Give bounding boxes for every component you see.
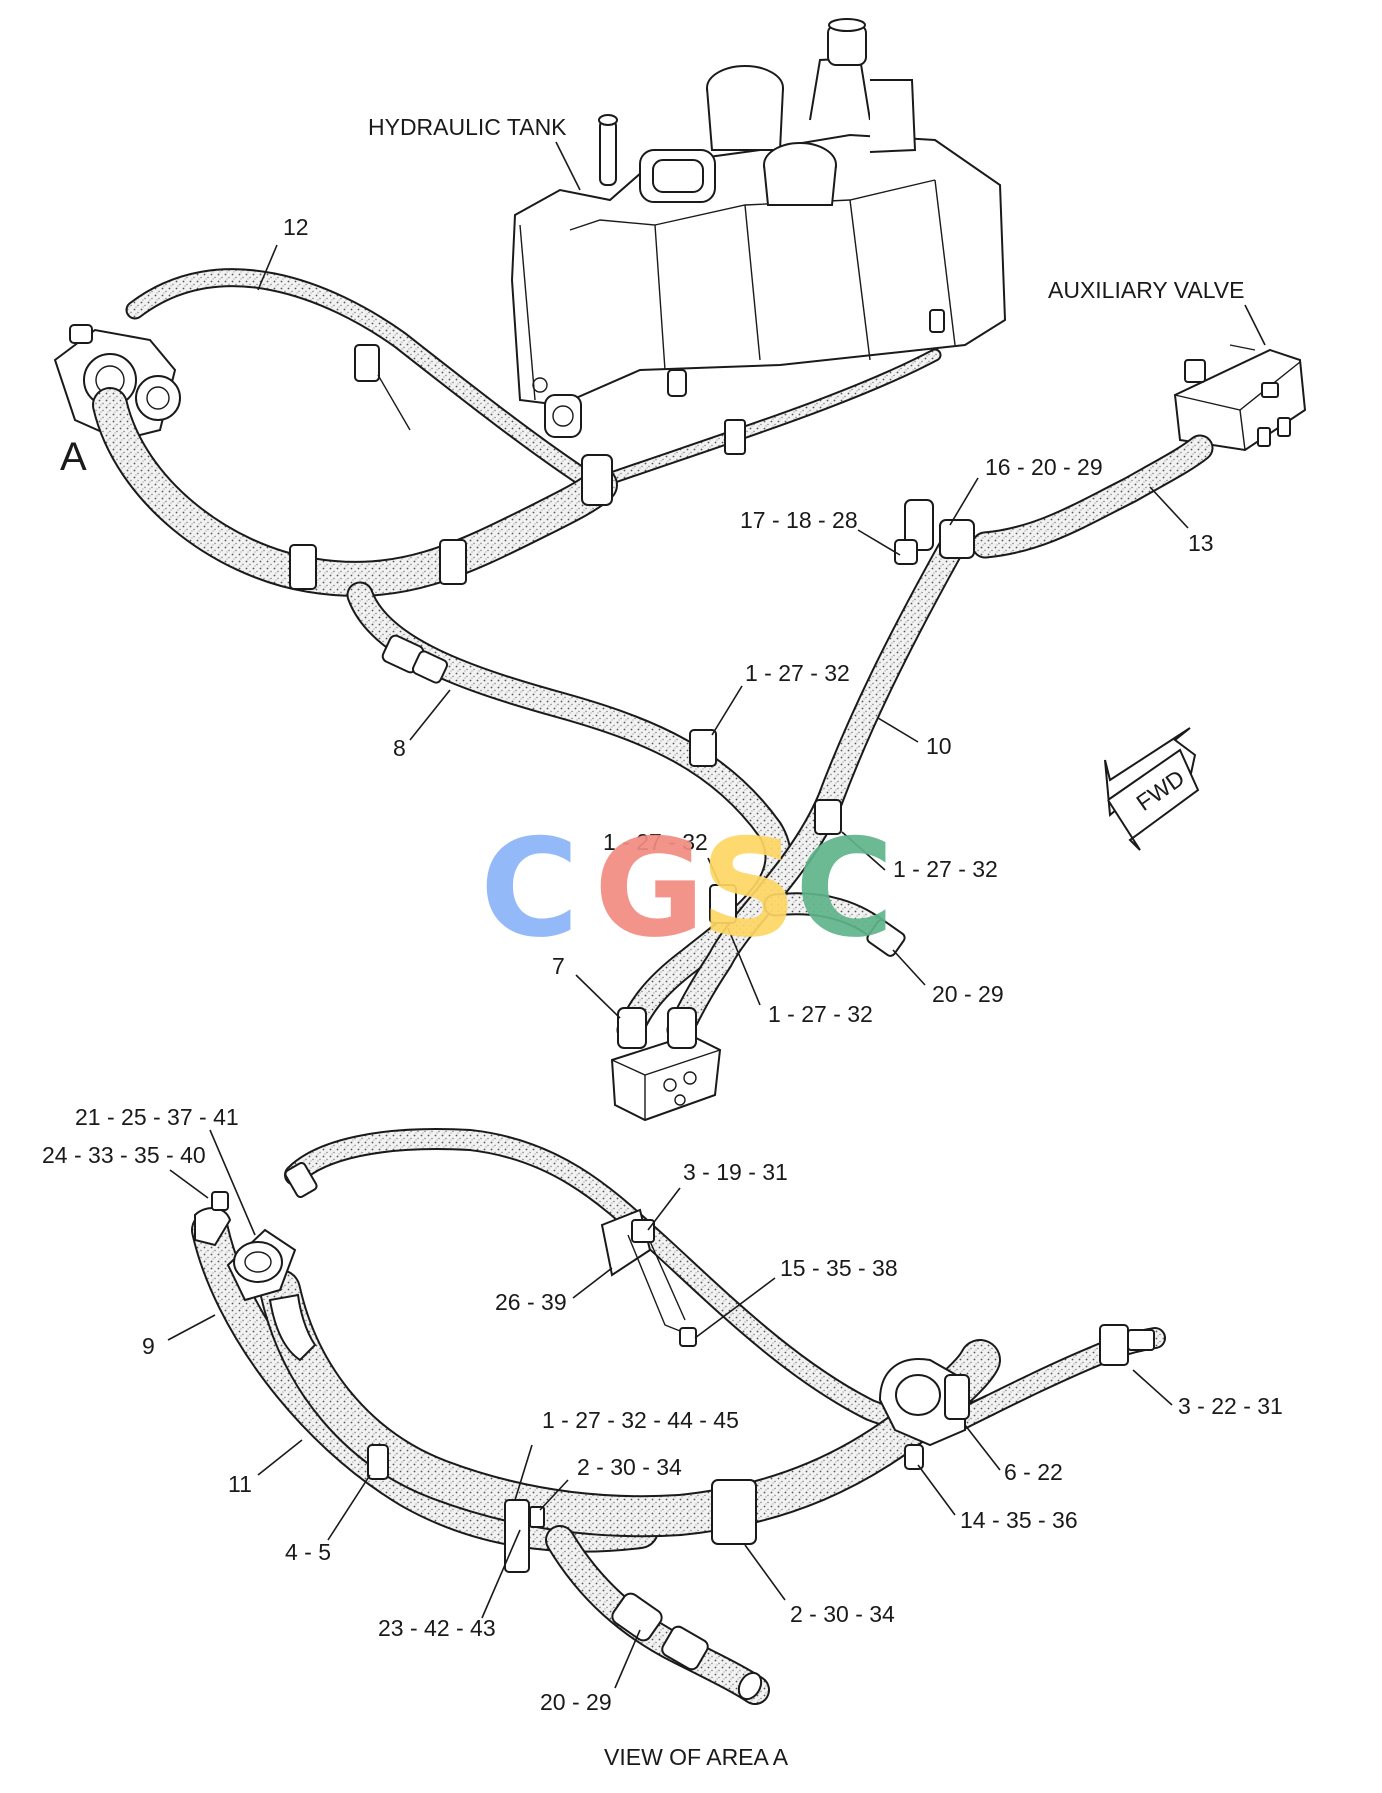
valve-block-7: [610, 1007, 722, 1122]
callout-20-29-top: 20 - 29: [932, 981, 1004, 1007]
callout-1-27-32-b: 1 - 27 - 32: [603, 829, 708, 855]
area-a-marker: A: [60, 435, 87, 479]
clamp-4-5: [367, 1444, 389, 1480]
callout-12: 12: [283, 214, 309, 240]
callout-1-27-32-c: 1 - 27 - 32: [893, 856, 998, 882]
top-hoses: [92, 268, 1214, 1044]
callout-1-27-32-44-45: 1 - 27 - 32 - 44 - 45: [542, 1407, 739, 1433]
area-a-pump: [194, 1191, 317, 1362]
watermark-letter-3: S: [700, 810, 797, 967]
view-of-area-a-title: VIEW OF AREA A: [604, 1744, 789, 1770]
area-a-valve: [878, 1358, 970, 1470]
callout-9: 9: [142, 1333, 155, 1359]
callout-6-22: 6 - 22: [1004, 1459, 1063, 1485]
pump-area-a: [53, 324, 181, 442]
watermark-letter-1: C: [480, 810, 579, 967]
callout-8: 8: [393, 735, 406, 761]
watermark: C G S C: [480, 810, 894, 967]
auxiliary-valve-label: AUXILIARY VALVE: [1048, 277, 1244, 303]
forward-direction-arrow: FWD: [1104, 727, 1200, 851]
callout-3-19-31: 3 - 19 - 31: [683, 1159, 788, 1185]
callout-11: 11: [228, 1471, 252, 1497]
callout-10: 10: [926, 733, 952, 759]
clamp-2-30-34: [711, 1479, 757, 1545]
watermark-letter-4: C: [795, 810, 894, 967]
callout-17-18-28: 17 - 18 - 28: [740, 507, 858, 533]
callout-24-33-35-40: 24 - 33 - 35 - 40: [42, 1142, 206, 1168]
callout-3-22-31: 3 - 22 - 31: [1178, 1393, 1283, 1419]
top-view: FWD HYDRAULIC TANK AUXILIARY VALVE A 12 …: [53, 18, 1307, 1122]
clamp-bolt: [529, 1506, 545, 1528]
area-a-bracket: [600, 1208, 697, 1347]
callout-21-25-37-41: 21 - 25 - 37 - 41: [75, 1104, 239, 1130]
callout-1-27-32-a: 1 - 27 - 32: [745, 660, 850, 686]
area-a-view: 21 - 25 - 37 - 41 24 - 33 - 35 - 40 3 - …: [42, 1104, 1283, 1770]
callout-14-35-36: 14 - 35 - 36: [960, 1507, 1078, 1533]
watermark-letter-2: G: [594, 810, 705, 967]
auxiliary-valve: [1173, 344, 1307, 452]
callout-16-20-29: 16 - 20 - 29: [985, 454, 1103, 480]
callout-4-5: 4 - 5: [285, 1539, 331, 1565]
callout-15-35-38: 15 - 35 - 38: [780, 1255, 898, 1281]
callout-7: 7: [552, 953, 565, 979]
callout-2-30-34-b: 2 - 30 - 34: [790, 1601, 895, 1627]
callout-13: 13: [1188, 530, 1214, 556]
callout-2-30-34-a: 2 - 30 - 34: [577, 1454, 682, 1480]
callout-26-39: 26 - 39: [495, 1289, 567, 1315]
hydraulic-tank: [510, 18, 1007, 438]
hydraulic-tank-label: HYDRAULIC TANK: [368, 114, 567, 140]
callout-23-42-43: 23 - 42 - 43: [378, 1615, 496, 1641]
callout-1-27-32-d: 1 - 27 - 32: [768, 1001, 873, 1027]
callout-20-29-bottom: 20 - 29: [540, 1689, 612, 1715]
